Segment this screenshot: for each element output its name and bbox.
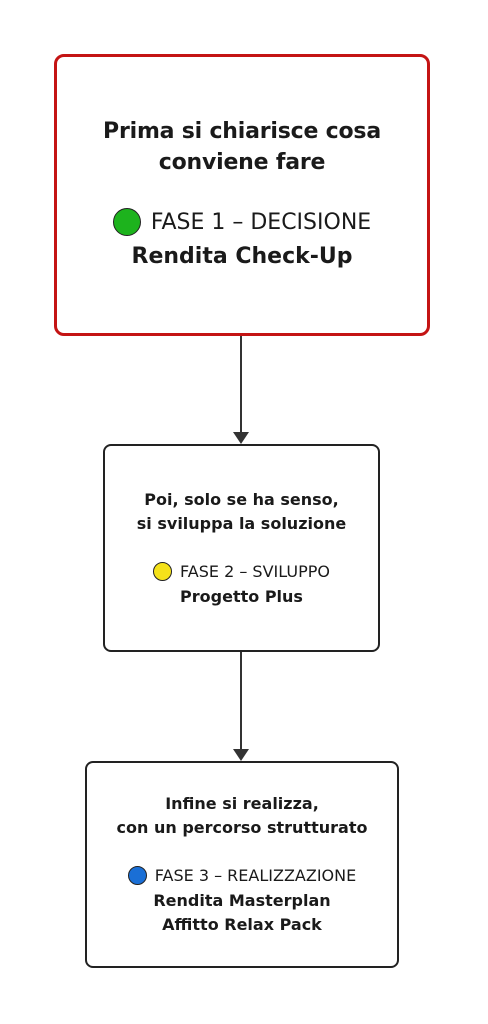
phase-2-title-line-2: si sviluppa la soluzione bbox=[136, 513, 347, 533]
phase-3-box: Infine si realizza, con un percorso stru… bbox=[85, 761, 399, 968]
phase-3-label-row: FASE 3 – REALIZZAZIONE bbox=[127, 866, 357, 885]
arrow-down-icon bbox=[233, 749, 249, 761]
connector-line-1 bbox=[240, 336, 242, 433]
arrow-down-icon bbox=[233, 432, 249, 444]
phase-2-title: Poi, solo se ha senso, si sviluppa la so… bbox=[137, 488, 346, 536]
phase-2-title-line-1: Poi, solo se ha senso, bbox=[144, 489, 339, 509]
phase-3-product-2: Affitto Relax Pack bbox=[162, 915, 322, 934]
phase-1-label: FASE 1 – DECISIONE bbox=[150, 209, 372, 235]
phase-1-title-line-1: Prima si chiarisce cosa bbox=[103, 118, 381, 144]
green-circle-icon bbox=[112, 208, 141, 237]
phase-1-product: Rendita Check-Up bbox=[131, 244, 353, 270]
phase-3-products: Rendita Masterplan Affitto Relax Pack bbox=[153, 889, 330, 937]
phase-1-products: Rendita Check-Up bbox=[132, 242, 353, 273]
phase-1-box: Prima si chiarisce cosa conviene fare FA… bbox=[54, 54, 430, 336]
phase-1-title: Prima si chiarisce cosa conviene fare bbox=[103, 117, 381, 179]
connector-line-2 bbox=[240, 652, 242, 750]
yellow-circle-icon bbox=[153, 561, 173, 581]
phase-3-title-line-1: Infine si realizza, bbox=[165, 794, 319, 813]
phase-3-title: Infine si realizza, con un percorso stru… bbox=[117, 792, 368, 840]
phase-3-label: FASE 3 – REALIZZAZIONE bbox=[154, 866, 357, 885]
phase-2-product: Progetto Plus bbox=[180, 586, 303, 606]
phase-1-label-row: FASE 1 – DECISIONE bbox=[112, 208, 372, 237]
blue-circle-icon bbox=[127, 866, 147, 885]
phase-1-title-line-2: conviene fare bbox=[158, 149, 326, 175]
phase-2-box: Poi, solo se ha senso, si sviluppa la so… bbox=[103, 444, 380, 652]
phase-2-label-row: FASE 2 – SVILUPPO bbox=[153, 561, 330, 581]
phase-3-title-line-2: con un percorso strutturato bbox=[116, 818, 368, 837]
phase-2-label: FASE 2 – SVILUPPO bbox=[180, 561, 330, 581]
phase-3-product-1: Rendita Masterplan bbox=[153, 891, 331, 910]
phase-2-products: Progetto Plus bbox=[180, 585, 303, 609]
